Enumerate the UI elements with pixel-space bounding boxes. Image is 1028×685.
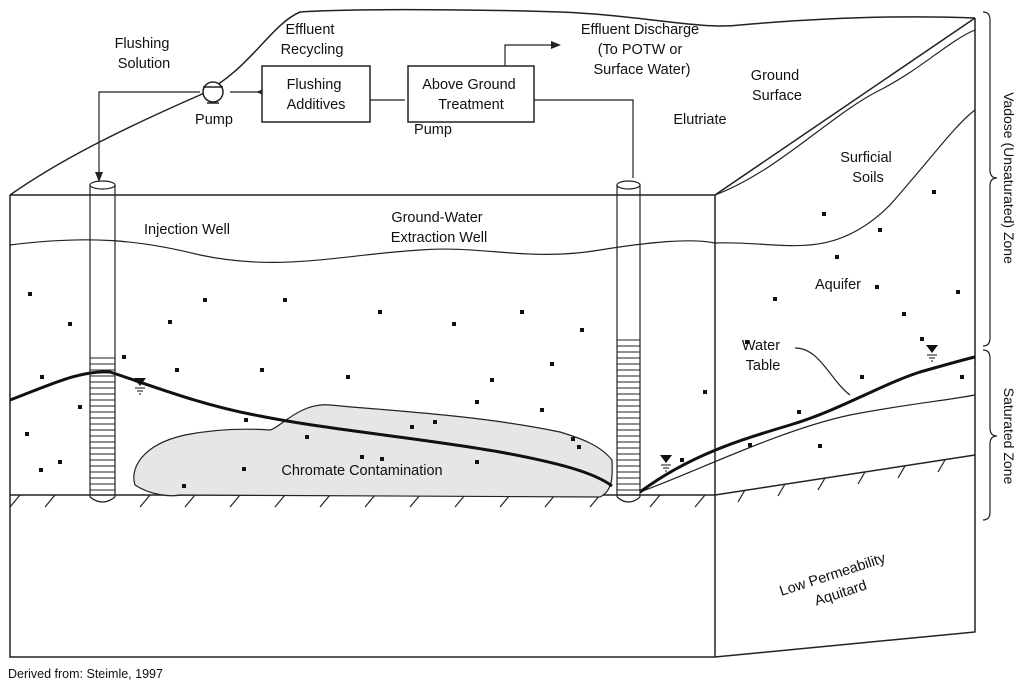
effluent-discharge-label: Effluent Discharge (To POTW or Surface W… bbox=[581, 22, 703, 78]
surficial-soils-label: Surficial Soils bbox=[840, 150, 896, 186]
effluent-recycling-label: Effluent Recycling bbox=[281, 22, 344, 58]
injection-well-screen bbox=[90, 357, 115, 491]
extraction-well-screen bbox=[617, 339, 640, 491]
flushing-additives-label: Flushing Additives bbox=[287, 77, 346, 113]
water-table-symbol-2 bbox=[660, 455, 672, 472]
above-ground-treatment-label: Above Ground Treatment bbox=[422, 77, 520, 113]
flushing-solution-label: Flushing Solution bbox=[115, 36, 174, 72]
injection-well bbox=[89, 180, 116, 503]
vadose-zone-label: Vadose (Unsaturated) Zone bbox=[1001, 92, 1017, 264]
low-permeability-label: Low Permeability Aquitard bbox=[778, 549, 898, 619]
extraction-well-label: Ground-Water Extraction Well bbox=[391, 210, 487, 246]
pump-left-label: Pump bbox=[195, 112, 233, 128]
water-table bbox=[9, 355, 976, 494]
saturated-zone-label: Saturated Zone bbox=[1001, 388, 1017, 485]
aquitard-hatch bbox=[9, 459, 946, 508]
aquifer-dots bbox=[25, 190, 964, 488]
pump-right-label: Pump bbox=[414, 122, 452, 138]
credit-label: Derived from: Steimle, 1997 bbox=[8, 667, 163, 681]
vadose-zone-brace bbox=[982, 11, 998, 347]
chromate-contamination-label: Chromate Contamination bbox=[281, 463, 442, 479]
injection-well-label: Injection Well bbox=[144, 222, 230, 238]
block-outline bbox=[9, 8, 976, 658]
water-table-symbol-3 bbox=[926, 345, 938, 362]
chromate-contamination-plume bbox=[133, 404, 613, 498]
extraction-well bbox=[616, 180, 641, 503]
above-ground-treatment-box bbox=[407, 65, 535, 123]
aquifer-label: Aquifer bbox=[815, 277, 861, 293]
elutriate-label: Elutriate bbox=[673, 112, 726, 128]
flushing-additives-box bbox=[261, 65, 371, 123]
water-table-leader-line bbox=[794, 347, 851, 396]
water-table-symbol-1 bbox=[134, 378, 146, 395]
ground-surface-label: Ground Surface bbox=[751, 68, 803, 104]
saturated-zone-brace bbox=[982, 349, 998, 521]
pump-left-icon bbox=[202, 81, 224, 104]
water-table-label: Water Table bbox=[742, 338, 784, 374]
